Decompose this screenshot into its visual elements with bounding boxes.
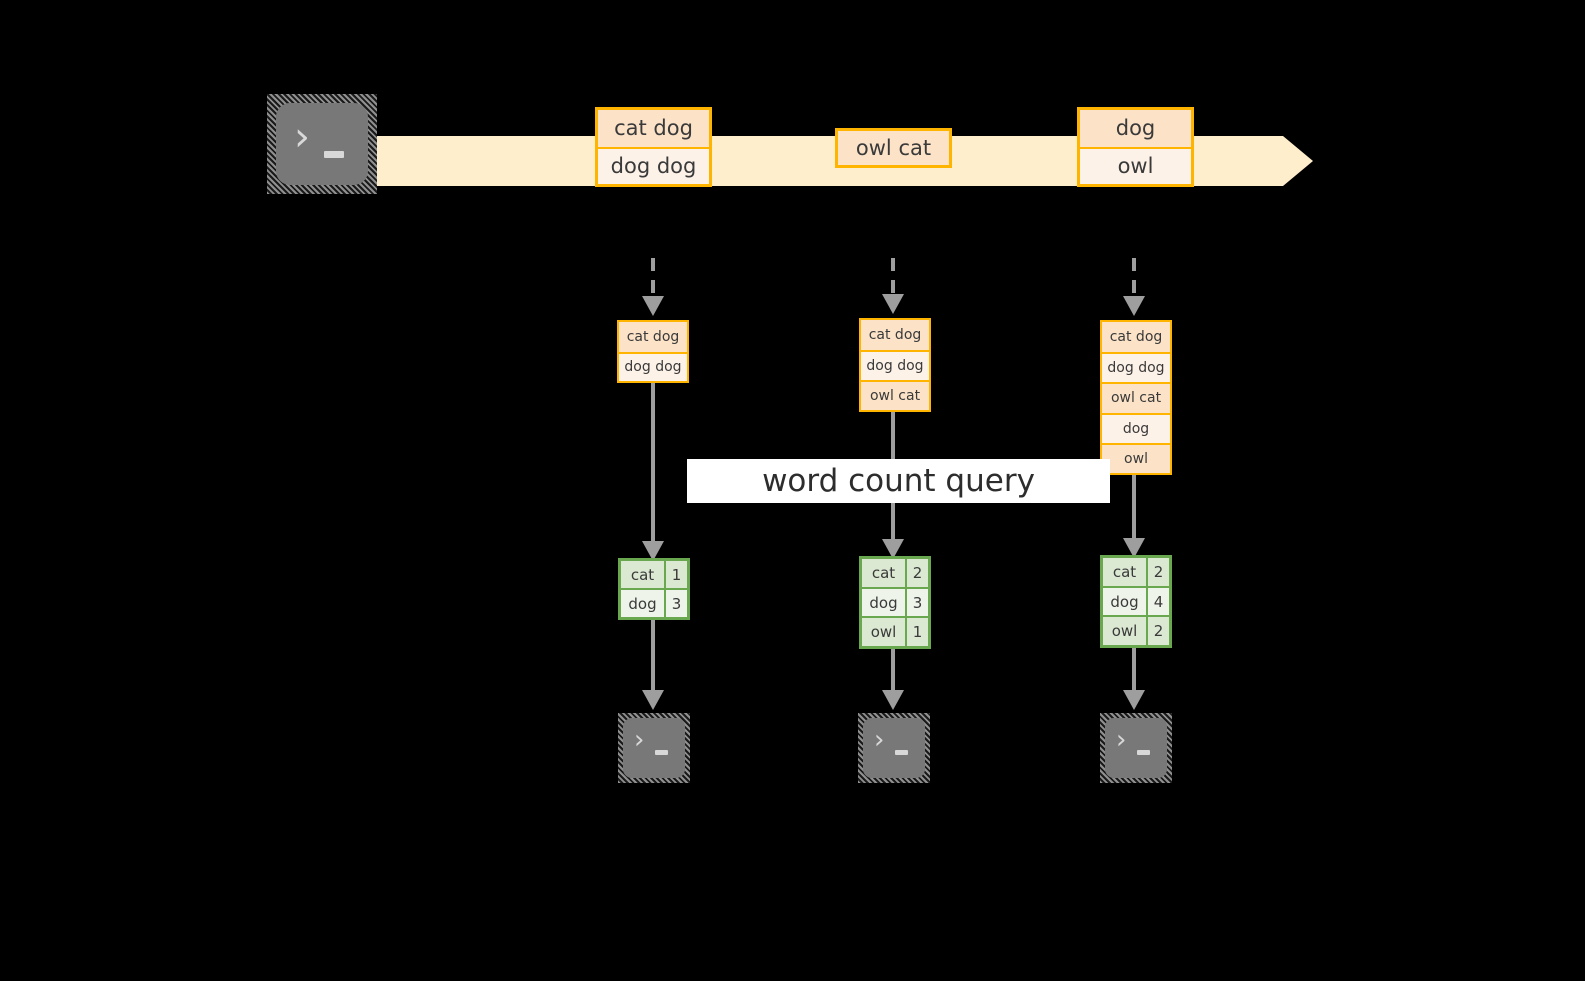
prompt-cursor-icon: [895, 750, 908, 755]
query-flow-line-1: [651, 383, 655, 547]
sink-flow-line-3: [1132, 648, 1136, 695]
query-flow-arrowhead-3: [1123, 538, 1145, 558]
query-label: word count query: [687, 459, 1110, 503]
prompt-chevron-icon: ›: [1116, 725, 1127, 755]
stream-arrowhead: [1283, 136, 1313, 186]
query-flow-arrowhead-2: [882, 539, 904, 559]
accumulated-events-1[interactable]: cat dog dog dog: [617, 320, 689, 383]
count-value: 2: [1153, 622, 1164, 641]
accumulated-row: cat dog: [1102, 322, 1170, 353]
accumulated-row: owl cat: [1102, 382, 1170, 413]
event-row: dog dog: [598, 146, 709, 184]
query-flow-arrowhead-1: [642, 541, 664, 561]
count-word: cat: [862, 559, 907, 587]
dashed-drop-arrowhead-3: [1123, 296, 1145, 316]
sink-terminal-icon-1[interactable]: ›: [618, 713, 690, 783]
sink-flow-line-1: [651, 620, 655, 695]
word-count-result-3[interactable]: cat 2 dog 4 owl 2: [1100, 555, 1172, 648]
count-word: cat: [1103, 558, 1148, 586]
count-row: cat 1: [621, 561, 687, 588]
count-value: 2: [912, 563, 923, 582]
count-word: dog: [862, 588, 907, 617]
dashed-drop-line-2: [891, 258, 895, 300]
stream-event-1[interactable]: cat dog dog dog: [595, 107, 712, 187]
accumulated-row: cat dog: [619, 322, 687, 352]
count-row: dog 3: [621, 588, 687, 617]
count-value: 1: [671, 565, 682, 584]
count-word: dog: [621, 590, 666, 617]
terminal-screen: ›: [276, 103, 368, 185]
count-word: dog: [1103, 587, 1148, 616]
accumulated-events-3[interactable]: cat dog dog dog owl cat dog owl: [1100, 320, 1172, 475]
word-count-result-2[interactable]: cat 2 dog 3 owl 1: [859, 556, 931, 649]
sink-flow-arrowhead-3: [1123, 690, 1145, 710]
event-row: owl cat: [838, 131, 949, 165]
accumulated-row: dog dog: [619, 351, 687, 381]
query-flow-line-3: [1132, 475, 1136, 545]
accumulated-row: owl: [1102, 442, 1170, 473]
accumulated-row: cat dog: [861, 320, 929, 350]
count-row: dog 3: [862, 586, 928, 617]
terminal-screen: ›: [623, 718, 685, 778]
dashed-drop-line-3: [1132, 258, 1136, 300]
terminal-screen: ›: [1105, 718, 1167, 778]
stream-event-3[interactable]: dog owl: [1077, 107, 1194, 187]
stream-event-2[interactable]: owl cat: [835, 128, 952, 168]
count-word: owl: [862, 618, 907, 647]
count-row: owl 1: [862, 616, 928, 647]
prompt-cursor-icon: [1137, 750, 1150, 755]
accumulated-row: dog dog: [1102, 352, 1170, 383]
prompt-cursor-icon: [324, 151, 344, 158]
event-row: cat dog: [598, 110, 709, 147]
event-row: dog: [1080, 110, 1191, 147]
count-value: 3: [671, 594, 682, 613]
word-count-result-1[interactable]: cat 1 dog 3: [618, 558, 690, 620]
count-value: 3: [912, 593, 923, 612]
count-row: cat 2: [1103, 558, 1169, 586]
accumulated-row: owl cat: [861, 379, 929, 410]
event-row: owl: [1080, 146, 1191, 184]
sink-flow-arrowhead-2: [882, 690, 904, 710]
source-terminal-icon[interactable]: ›: [267, 94, 377, 194]
count-value: 4: [1153, 592, 1164, 611]
sink-flow-line-2: [891, 649, 895, 695]
count-row: dog 4: [1103, 585, 1169, 616]
sink-terminal-icon-3[interactable]: ›: [1100, 713, 1172, 783]
accumulated-row: dog dog: [861, 349, 929, 380]
accumulated-row: dog: [1102, 412, 1170, 443]
dashed-drop-arrowhead-2: [882, 294, 904, 314]
prompt-chevron-icon: ›: [634, 725, 645, 755]
count-row: owl 2: [1103, 615, 1169, 646]
count-word: cat: [621, 561, 666, 588]
count-row: cat 2: [862, 559, 928, 587]
count-value: 2: [1153, 562, 1164, 581]
count-value: 1: [912, 623, 923, 642]
prompt-chevron-icon: ›: [294, 114, 310, 160]
sink-flow-arrowhead-1: [642, 690, 664, 710]
dashed-drop-arrowhead-1: [642, 296, 664, 316]
sink-terminal-icon-2[interactable]: ›: [858, 713, 930, 783]
count-word: owl: [1103, 617, 1148, 646]
dashed-drop-line-1: [651, 258, 655, 300]
terminal-screen: ›: [863, 718, 925, 778]
prompt-cursor-icon: [655, 750, 668, 755]
prompt-chevron-icon: ›: [874, 725, 885, 755]
accumulated-events-2[interactable]: cat dog dog dog owl cat: [859, 318, 931, 412]
